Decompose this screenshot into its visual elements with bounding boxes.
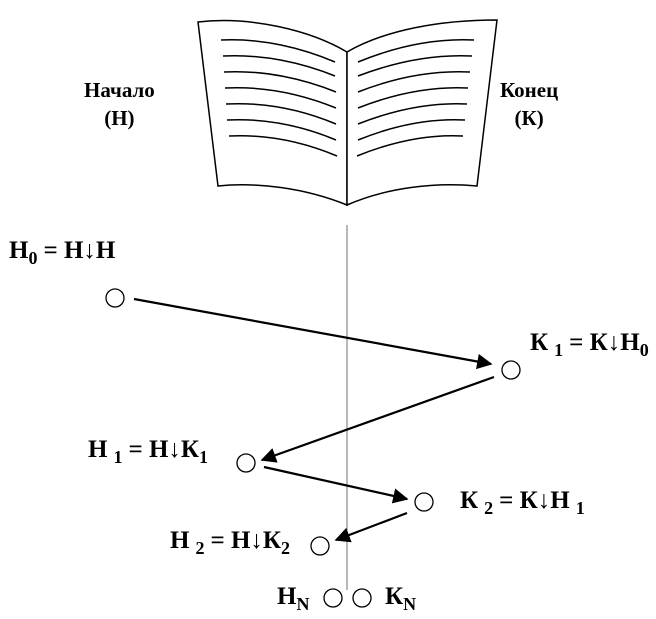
end-caption: Конец (К)	[500, 76, 558, 133]
node-k1	[501, 360, 521, 380]
label-kn: КN	[385, 583, 417, 614]
start-caption: Начало (Н)	[84, 76, 155, 133]
arrow-k2-h2	[334, 511, 408, 543]
node-h2	[310, 536, 330, 556]
end-abbr: (К)	[514, 106, 544, 131]
node-k2	[414, 492, 434, 512]
arrow-h0-k1	[133, 297, 493, 370]
arrow-h1-k2	[263, 465, 409, 504]
open-book-icon	[197, 19, 498, 207]
end-label: Конец	[500, 78, 559, 102]
node-h0	[105, 288, 125, 308]
node-kn	[352, 588, 372, 608]
arrow-k1-h1	[260, 375, 495, 463]
start-label: Начало	[84, 78, 155, 102]
node-hn	[323, 588, 343, 608]
label-h0: Н0= Н↓Н	[9, 237, 116, 268]
node-h1	[236, 453, 256, 473]
label-hn: НN	[277, 583, 310, 614]
start-abbr: (Н)	[104, 106, 135, 131]
